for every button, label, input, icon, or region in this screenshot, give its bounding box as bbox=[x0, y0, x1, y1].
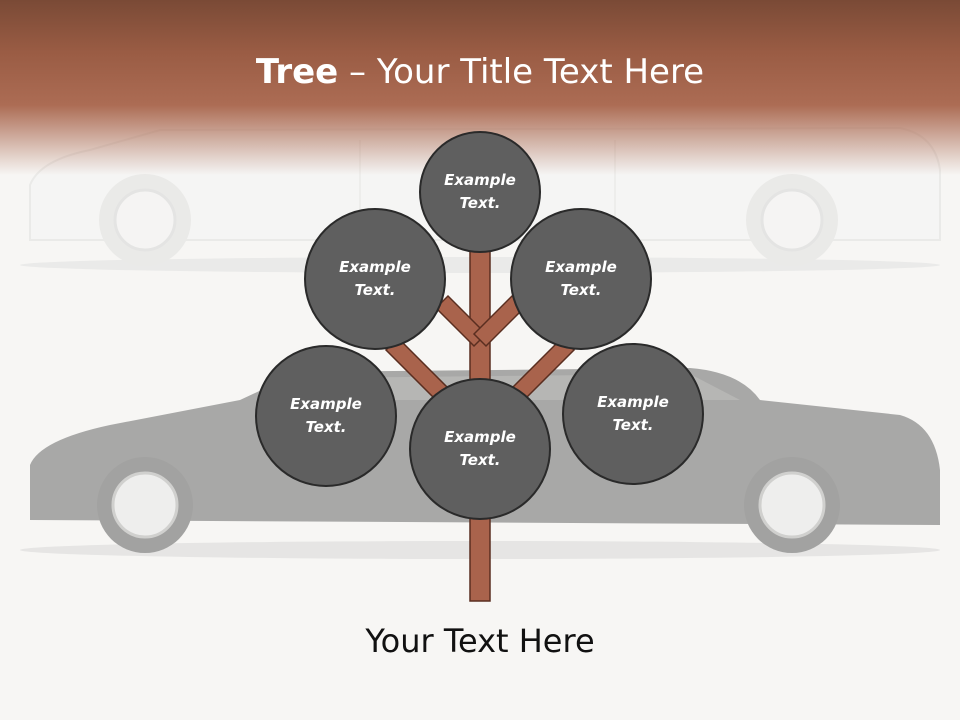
tree-node-upper-right: Example Text. bbox=[510, 208, 652, 350]
tree-node-lower-right: Example Text. bbox=[562, 343, 704, 485]
page-title: Tree – Your Title Text Here bbox=[0, 52, 960, 92]
caption-text: Your Text Here bbox=[365, 622, 595, 660]
tree-node-top: Example Text. bbox=[419, 131, 541, 253]
title-rest: – Your Title Text Here bbox=[338, 52, 705, 92]
title-bold: Tree bbox=[255, 52, 339, 92]
tree-node-upper-left: Example Text. bbox=[304, 208, 446, 350]
tree-node-lower-left: Example Text. bbox=[255, 345, 397, 487]
tree-node-center: Example Text. bbox=[409, 378, 551, 520]
